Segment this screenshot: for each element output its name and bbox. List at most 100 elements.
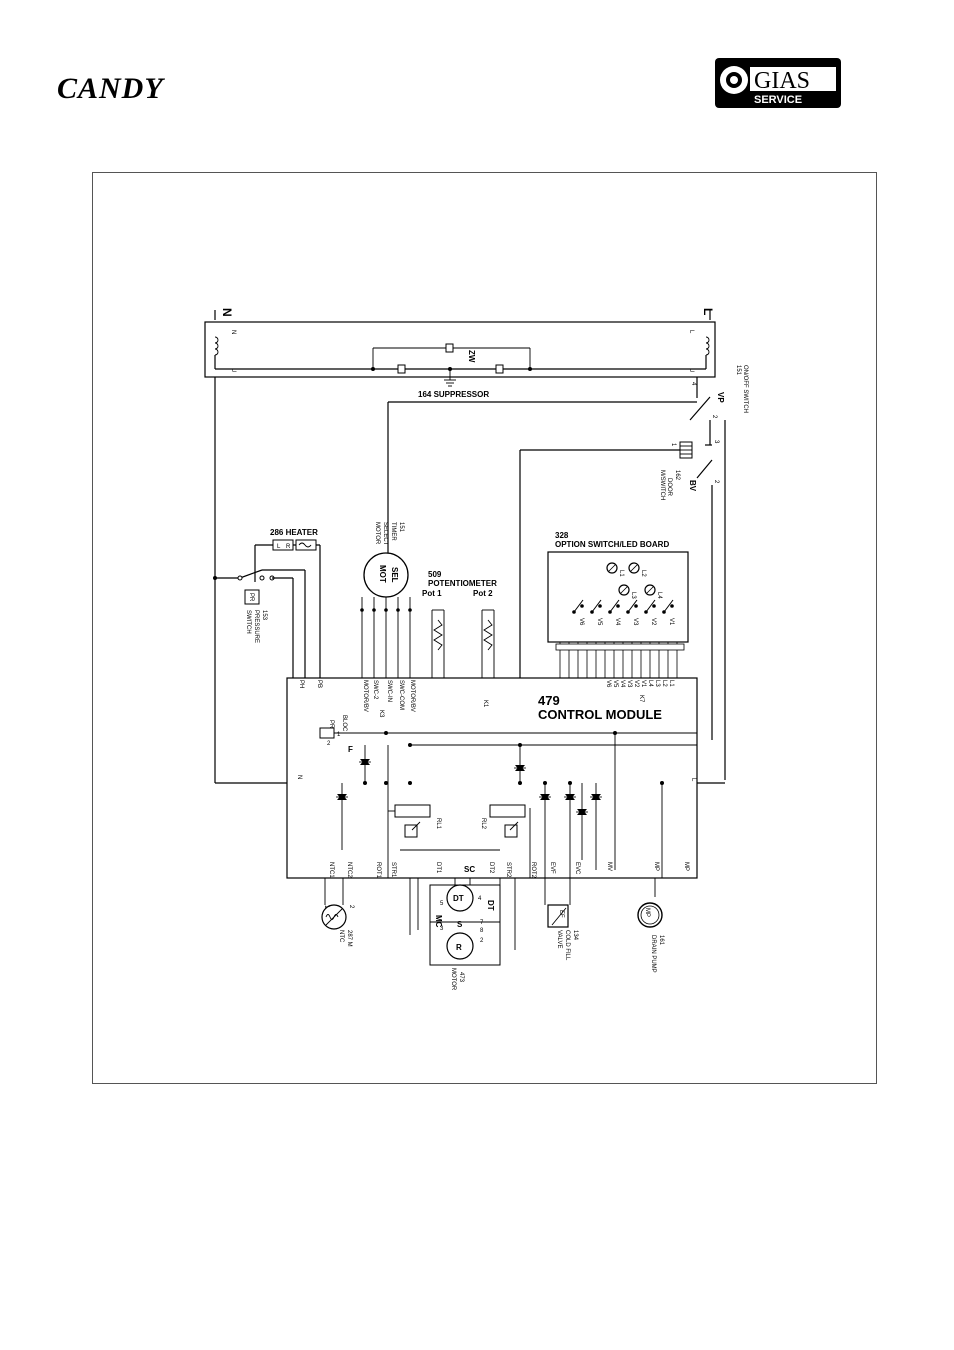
option-board (547, 551, 689, 643)
module-bottom-pin-label: NTC2 (346, 862, 352, 878)
onoff-name: ON/OFF SWITCH (742, 365, 748, 413)
module-bottom-pin-label: EVC (574, 862, 580, 875)
k7-pin-label: V3 (626, 680, 632, 688)
k7-pin-label: V1 (640, 680, 646, 688)
neutral-label: N (220, 308, 234, 317)
motor-pin-2: 2 (480, 938, 484, 944)
option-switch-icon[interactable] (662, 599, 674, 614)
onoff-switch-icon (680, 396, 726, 780)
option-pin-label: V5 (596, 618, 602, 626)
option-pin-label: V6 (578, 618, 584, 626)
module-top-pin-label: SWC-2 (372, 680, 378, 700)
option-name: OPTION SWITCH/LED BOARD (555, 540, 669, 549)
ground-icon (444, 379, 456, 387)
drain-pump-icon (637, 902, 663, 928)
ntc-name: NTC (338, 930, 344, 943)
terminal-u-right: U (688, 368, 694, 372)
capacitor-y1-icon (397, 364, 406, 374)
module-bottom-pin-label: ROT1 (375, 862, 381, 879)
k7-pin-label: V5 (612, 680, 618, 688)
valve-code: EF (558, 910, 564, 918)
bloc-connector (319, 727, 335, 739)
control-module-box (286, 677, 698, 879)
module-bottom-pin-label: EVF (549, 862, 555, 874)
sw-pin-2: 2 (711, 415, 717, 419)
option-switch-icon[interactable] (572, 599, 584, 614)
suppressor-label: 164 SUPPRESSOR (418, 390, 489, 399)
sw-pin-3: 3 (713, 440, 719, 444)
option-switch-icon[interactable] (590, 599, 602, 614)
led-icon (606, 562, 618, 574)
pressure-num: 153 (261, 610, 267, 621)
module-top-pin-label: SWC-IN (386, 680, 392, 702)
inductor-right-icon (705, 336, 710, 356)
k7-pin-label: L2 (661, 680, 667, 687)
module-bottom-pin-label: MV (606, 862, 612, 871)
potentiometer-1-icon (431, 609, 445, 678)
candy-logo: CANDY (57, 72, 165, 105)
led-label: L2 (640, 570, 646, 577)
led-label: L4 (656, 592, 662, 599)
module-top-pin-label: PB (316, 680, 322, 688)
motor-name: MOTOR (450, 968, 456, 991)
led-label: L3 (630, 592, 636, 599)
option-pin-label: V3 (632, 618, 638, 626)
led-icon (618, 584, 630, 596)
motor-dt2: DT (486, 900, 495, 911)
door-switch-icon (696, 459, 713, 740)
terminal-l: L (688, 330, 694, 334)
option-switch-icon[interactable] (626, 599, 638, 614)
onoff-code: VP (716, 392, 725, 403)
valve-name1: COLD FILL (564, 930, 570, 961)
motor-pin-4: 4 (478, 896, 482, 902)
timer-name1: TIMER (390, 522, 396, 541)
option-pin-group (555, 642, 685, 678)
module-top-pin-label: SWC-COM (398, 680, 404, 710)
line-label: L (701, 308, 715, 315)
module-bottom-pin-label: STR2 (505, 862, 511, 878)
motor-num: 473 (458, 972, 464, 983)
brand-text: CANDY (57, 72, 165, 105)
module-top-pin-label: PH (298, 680, 304, 688)
pot2-label: Pot 2 (473, 589, 493, 598)
heater-l: L (277, 544, 281, 550)
bloc-pin-1: 1 (337, 732, 341, 738)
module-bottom-pin-label: DT1 (435, 862, 441, 874)
module-bottom-pin-label: STR1 (390, 862, 396, 878)
option-switch-icon[interactable] (644, 599, 656, 614)
inductor-left-icon (214, 336, 219, 356)
relay-rl1-label: RL1 (435, 818, 441, 830)
heater-r: R (286, 544, 291, 550)
k7-pin-label: L3 (654, 680, 660, 687)
sw-pin-1: 1 (670, 443, 676, 447)
main-motor-icon (429, 884, 501, 966)
net-n: N (296, 775, 302, 779)
pressure-switch-icon (237, 569, 275, 605)
terminal-u-left: U (230, 368, 236, 372)
sw-pin-2b: 2 (713, 480, 719, 484)
module-bottom-pin-label: MP (653, 862, 659, 871)
option-pin-label: V2 (650, 618, 656, 626)
valve-name2: VALVE (556, 930, 562, 948)
k7-pin-label: V2 (633, 680, 639, 688)
relay-rl1-icon (388, 804, 431, 838)
fuse-f: F (348, 745, 353, 754)
option-num: 328 (555, 531, 569, 540)
k7-pin-label: V6 (605, 680, 611, 688)
k7-pin-label: L1 (668, 680, 674, 687)
suppressor-box (204, 321, 716, 378)
gias-service-logo: GIAS SERVICE (715, 58, 841, 108)
valve-num: 134 (572, 930, 578, 941)
pump-name: DRAIN PUMP (650, 935, 656, 973)
door-name1: DOOR (666, 478, 672, 497)
pump-code: MP (644, 908, 650, 917)
module-bottom-pin-label: MP (683, 862, 689, 871)
pot-title-num: 509 (428, 570, 442, 579)
ribbon-connector (555, 643, 685, 651)
ntc-pin-1: 1 (323, 905, 329, 909)
option-switch-icon[interactable] (608, 599, 620, 614)
motor-r: R (456, 943, 462, 952)
